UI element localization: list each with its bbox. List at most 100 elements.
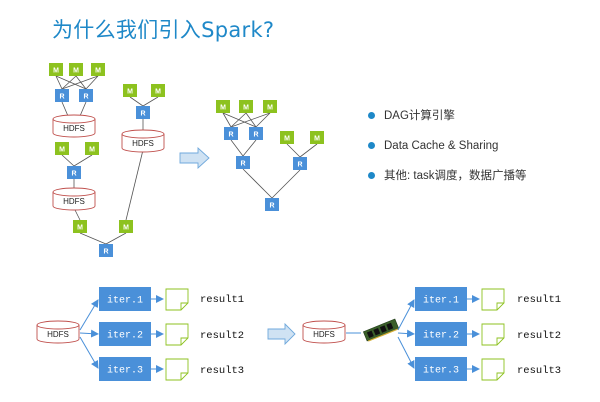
- document-icon: [481, 323, 505, 346]
- reducer-label: R: [103, 249, 108, 256]
- reducer-node: [224, 127, 238, 140]
- iteration-label: iter.3: [107, 365, 143, 377]
- mapper-node: [49, 63, 63, 76]
- document-icon: [165, 288, 189, 311]
- reducer-label: R: [59, 94, 64, 101]
- mapper-node: [310, 131, 324, 144]
- mapper-node: [119, 220, 133, 233]
- result-label: result1: [200, 294, 244, 306]
- transition-arrow-icon: [179, 146, 210, 170]
- mapper-label: M: [53, 68, 59, 75]
- mapper-node: [151, 84, 165, 97]
- document-icon: [165, 358, 189, 381]
- mapper-node: [73, 220, 87, 233]
- bullet-text: 其他: task调度，数据广播等: [384, 170, 527, 182]
- result-label: result2: [200, 330, 244, 342]
- iteration-box: [415, 357, 467, 381]
- reducer-label: R: [297, 162, 302, 169]
- bullet-dot-icon: [368, 112, 375, 119]
- reducer-node: [67, 166, 81, 179]
- mapper-node: [216, 100, 230, 113]
- reducer-node: [99, 244, 113, 257]
- mapreduce-chain-nodes: M M M R R M M R M M R M: [49, 63, 165, 257]
- result-label: result3: [517, 365, 561, 377]
- reducer-label: R: [240, 161, 245, 168]
- hdfs-label: HDFS: [47, 330, 69, 339]
- mapper-label: M: [243, 105, 249, 112]
- reducer-node: [79, 89, 93, 102]
- mapper-label: M: [73, 68, 79, 75]
- hdfs-cylinder: HDFS: [302, 320, 346, 344]
- reducer-label: R: [71, 171, 76, 178]
- mapper-label: M: [267, 105, 273, 112]
- hdfs-label: HDFS: [63, 124, 85, 133]
- iteration-label: iter.2: [107, 330, 143, 342]
- result-label: result2: [517, 330, 561, 342]
- document-icon: [481, 288, 505, 311]
- bullet-list: DAG计算引擎 Data Cache & Sharing 其他: task调度，…: [366, 108, 586, 198]
- iteration-label: iter.1: [107, 295, 143, 307]
- dag-nodes: M M M R R M M R R R: [216, 100, 324, 211]
- reducer-label: R: [140, 111, 145, 118]
- mapper-label: M: [59, 147, 65, 154]
- reducer-label: R: [253, 132, 258, 139]
- bullet-text: Data Cache & Sharing: [384, 140, 499, 152]
- reducer-node: [236, 156, 250, 169]
- iteration-label: iter.3: [423, 365, 459, 377]
- iteration-label: iter.1: [423, 295, 459, 307]
- mapper-label: M: [155, 89, 161, 96]
- mapper-node: [91, 63, 105, 76]
- iteration-box: [415, 287, 467, 311]
- iteration-box: [415, 322, 467, 346]
- transition-arrow-icon: [267, 322, 296, 346]
- mapper-node: [263, 100, 277, 113]
- hdfs-cylinder: HDFS: [52, 114, 96, 138]
- slide-title: 为什么我们引入Spark?: [52, 18, 275, 42]
- mapper-label: M: [314, 136, 320, 143]
- reducer-label: R: [228, 132, 233, 139]
- mapper-label: M: [220, 105, 226, 112]
- mapper-node: [280, 131, 294, 144]
- mapper-label: M: [77, 225, 83, 232]
- hdfs-cylinder: HDFS: [36, 320, 80, 344]
- reducer-node: [55, 89, 69, 102]
- reducer-label: R: [269, 203, 274, 210]
- bullet-item: Data Cache & Sharing: [366, 138, 586, 168]
- mapper-node: [123, 84, 137, 97]
- mapper-label: M: [95, 68, 101, 75]
- hdfs-cylinder: HDFS: [52, 187, 96, 211]
- memory-module-icon: [362, 318, 400, 342]
- iteration-diagram-right: HDFS iter.1 iter.2 iter.3: [302, 287, 561, 381]
- mapper-label: M: [89, 147, 95, 154]
- iteration-box: [99, 322, 151, 346]
- mapper-node: [239, 100, 253, 113]
- hdfs-label: HDFS: [313, 330, 335, 339]
- reducer-node: [265, 198, 279, 211]
- document-icon: [165, 323, 189, 346]
- result-label: result3: [200, 365, 244, 377]
- mapreduce-chain-diagram: [55, 75, 159, 245]
- document-icon: [481, 358, 505, 381]
- reducer-label: R: [83, 94, 88, 101]
- mapper-node: [55, 142, 69, 155]
- hdfs-label: HDFS: [132, 139, 154, 148]
- reducer-node: [249, 127, 263, 140]
- iteration-box: [99, 357, 151, 381]
- bullet-text: DAG计算引擎: [384, 110, 455, 122]
- hdfs-label: HDFS: [63, 197, 85, 206]
- mapper-label: M: [284, 136, 290, 143]
- hdfs-cylinder: HDFS: [121, 129, 165, 153]
- mapper-label: M: [127, 89, 133, 96]
- mapper-node: [85, 142, 99, 155]
- mapper-label: M: [123, 225, 129, 232]
- reducer-node: [136, 106, 150, 119]
- iteration-label: iter.2: [423, 330, 459, 342]
- reducer-node: [293, 157, 307, 170]
- bullet-item: DAG计算引擎: [366, 108, 586, 138]
- bullet-item: 其他: task调度，数据广播等: [366, 168, 586, 198]
- bullet-dot-icon: [368, 172, 375, 179]
- bullet-dot-icon: [368, 142, 375, 149]
- result-label: result1: [517, 294, 561, 306]
